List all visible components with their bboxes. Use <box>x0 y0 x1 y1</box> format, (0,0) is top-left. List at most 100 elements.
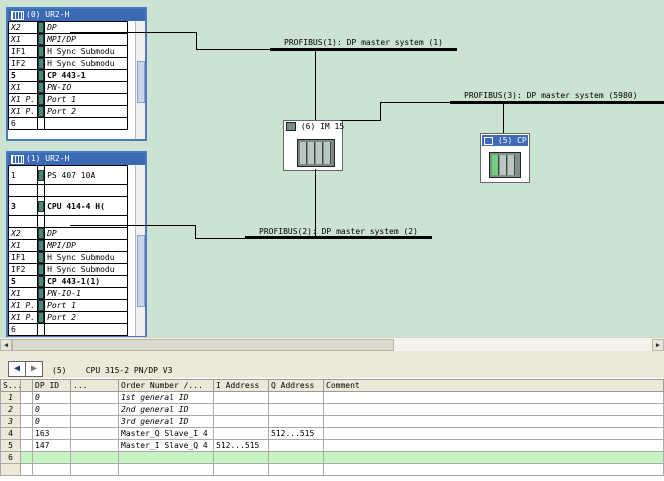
rack-row[interactable]: 6 <box>7 117 128 130</box>
detail-title: (5) CPU 315-2 PN/DP V3 <box>52 366 172 375</box>
rack-row[interactable]: X1 P.Port 1 <box>7 93 128 106</box>
table-row-selected[interactable]: 6 <box>0 451 664 464</box>
table-row[interactable]: 3 0 3rd general ID <box>0 415 664 428</box>
connector-line <box>196 49 314 50</box>
scroll-right-icon[interactable]: ▶ <box>652 339 664 351</box>
connector-line <box>195 238 245 239</box>
station-icon <box>484 136 493 145</box>
module-icon <box>37 33 46 46</box>
col-q-address[interactable]: Q Address <box>268 379 324 392</box>
station-icon <box>286 122 296 131</box>
station-image <box>297 139 335 167</box>
module-icon <box>37 251 46 264</box>
bus-label-profibus-3: PROFIBUS(3): DP master system (5980) <box>464 91 638 100</box>
rack-icon <box>11 11 24 20</box>
module-icon <box>37 57 46 70</box>
connector-line <box>503 103 504 134</box>
col-icon[interactable] <box>20 379 33 392</box>
rack-scrollbar[interactable] <box>135 21 145 139</box>
connector-line <box>196 32 197 50</box>
connector-line <box>70 225 195 226</box>
rack-icon <box>11 155 24 164</box>
col-i-address[interactable]: I Address <box>213 379 269 392</box>
rack-row[interactable]: 6 <box>7 323 128 336</box>
scroll-left-icon[interactable]: ◀ <box>0 339 12 351</box>
rack-title: (0) UR2-H <box>8 9 145 21</box>
profibus-3-line[interactable] <box>450 101 664 104</box>
module-icon <box>37 275 46 288</box>
profibus-2-line[interactable] <box>245 236 432 239</box>
rack-row[interactable]: X1 P.Port 2 <box>7 105 128 118</box>
module-icon <box>37 69 46 82</box>
module-icon <box>37 227 46 240</box>
detail-view: ◀ ▶ (5) CPU 315-2 PN/DP V3 S... DP ID ..… <box>0 351 664 481</box>
col-slot[interactable]: S... <box>0 379 21 392</box>
module-icon <box>37 105 46 118</box>
table-row[interactable]: 2 0 2nd general ID <box>0 403 664 416</box>
module-icon <box>37 311 46 324</box>
module-icon <box>37 263 46 276</box>
bus-label-profibus-2: PROFIBUS(2): DP master system (2) <box>259 227 418 236</box>
col-order-number[interactable]: Order Number /... <box>118 379 214 392</box>
arrow-left-icon[interactable]: ◀ <box>8 361 26 377</box>
connector-line <box>195 225 196 238</box>
arrow-right-icon[interactable]: ▶ <box>25 361 43 377</box>
module-icon <box>37 21 46 34</box>
connector-line <box>315 50 316 120</box>
table-header: S... DP ID ... Order Number /... I Addre… <box>0 379 664 392</box>
profibus-1-line[interactable] <box>270 48 457 51</box>
canvas-horizontal-scrollbar[interactable]: ◀ ▶ <box>0 337 664 351</box>
rack-title: (1) UR2-H <box>8 153 145 165</box>
table-row[interactable]: 5 147 Master_I Slave_Q 4 512...515 <box>0 439 664 452</box>
slot-table: S... DP ID ... Order Number /... I Addre… <box>0 379 664 476</box>
module-slot: (5) <box>52 366 67 375</box>
module-name: CPU 315-2 PN/DP V3 <box>85 366 173 375</box>
table-row[interactable]: 1 0 1st general ID <box>0 391 664 404</box>
module-icon <box>37 45 46 58</box>
module-icon <box>37 299 46 312</box>
rack-row[interactable] <box>7 184 128 197</box>
station-im-153[interactable]: (6) IM 15 <box>283 120 344 171</box>
col-comment[interactable]: Comment <box>323 379 664 392</box>
rack-row[interactable]: X1 P.Port 2 <box>7 311 128 324</box>
rack-scrollbar[interactable] <box>135 165 145 336</box>
station-cp[interactable]: (5) CP <box>480 133 530 183</box>
detail-toolbar: ◀ ▶ (5) CPU 315-2 PN/DP V3 <box>0 351 664 378</box>
module-icon <box>37 287 46 300</box>
module-icon <box>37 239 46 252</box>
module-icon <box>37 165 46 185</box>
scrollbar-thumb[interactable] <box>12 339 394 351</box>
connector-line <box>70 32 196 33</box>
station-image <box>489 152 521 178</box>
connector-line <box>380 102 381 121</box>
connector-line <box>380 102 450 103</box>
module-icon <box>37 81 46 94</box>
table-row[interactable] <box>0 463 664 476</box>
connector-line <box>315 169 316 239</box>
col-dp-id-more[interactable]: ... <box>70 379 119 392</box>
table-row[interactable]: 4 163 Master_Q Slave_I 4 512...515 <box>0 427 664 440</box>
bus-label-profibus-1: PROFIBUS(1): DP master system (1) <box>284 38 443 47</box>
connector-line <box>341 120 381 121</box>
rack-row[interactable]: X1 P.Port 1 <box>7 299 128 312</box>
module-icon <box>37 93 46 106</box>
col-dp-id[interactable]: DP ID <box>32 379 71 392</box>
